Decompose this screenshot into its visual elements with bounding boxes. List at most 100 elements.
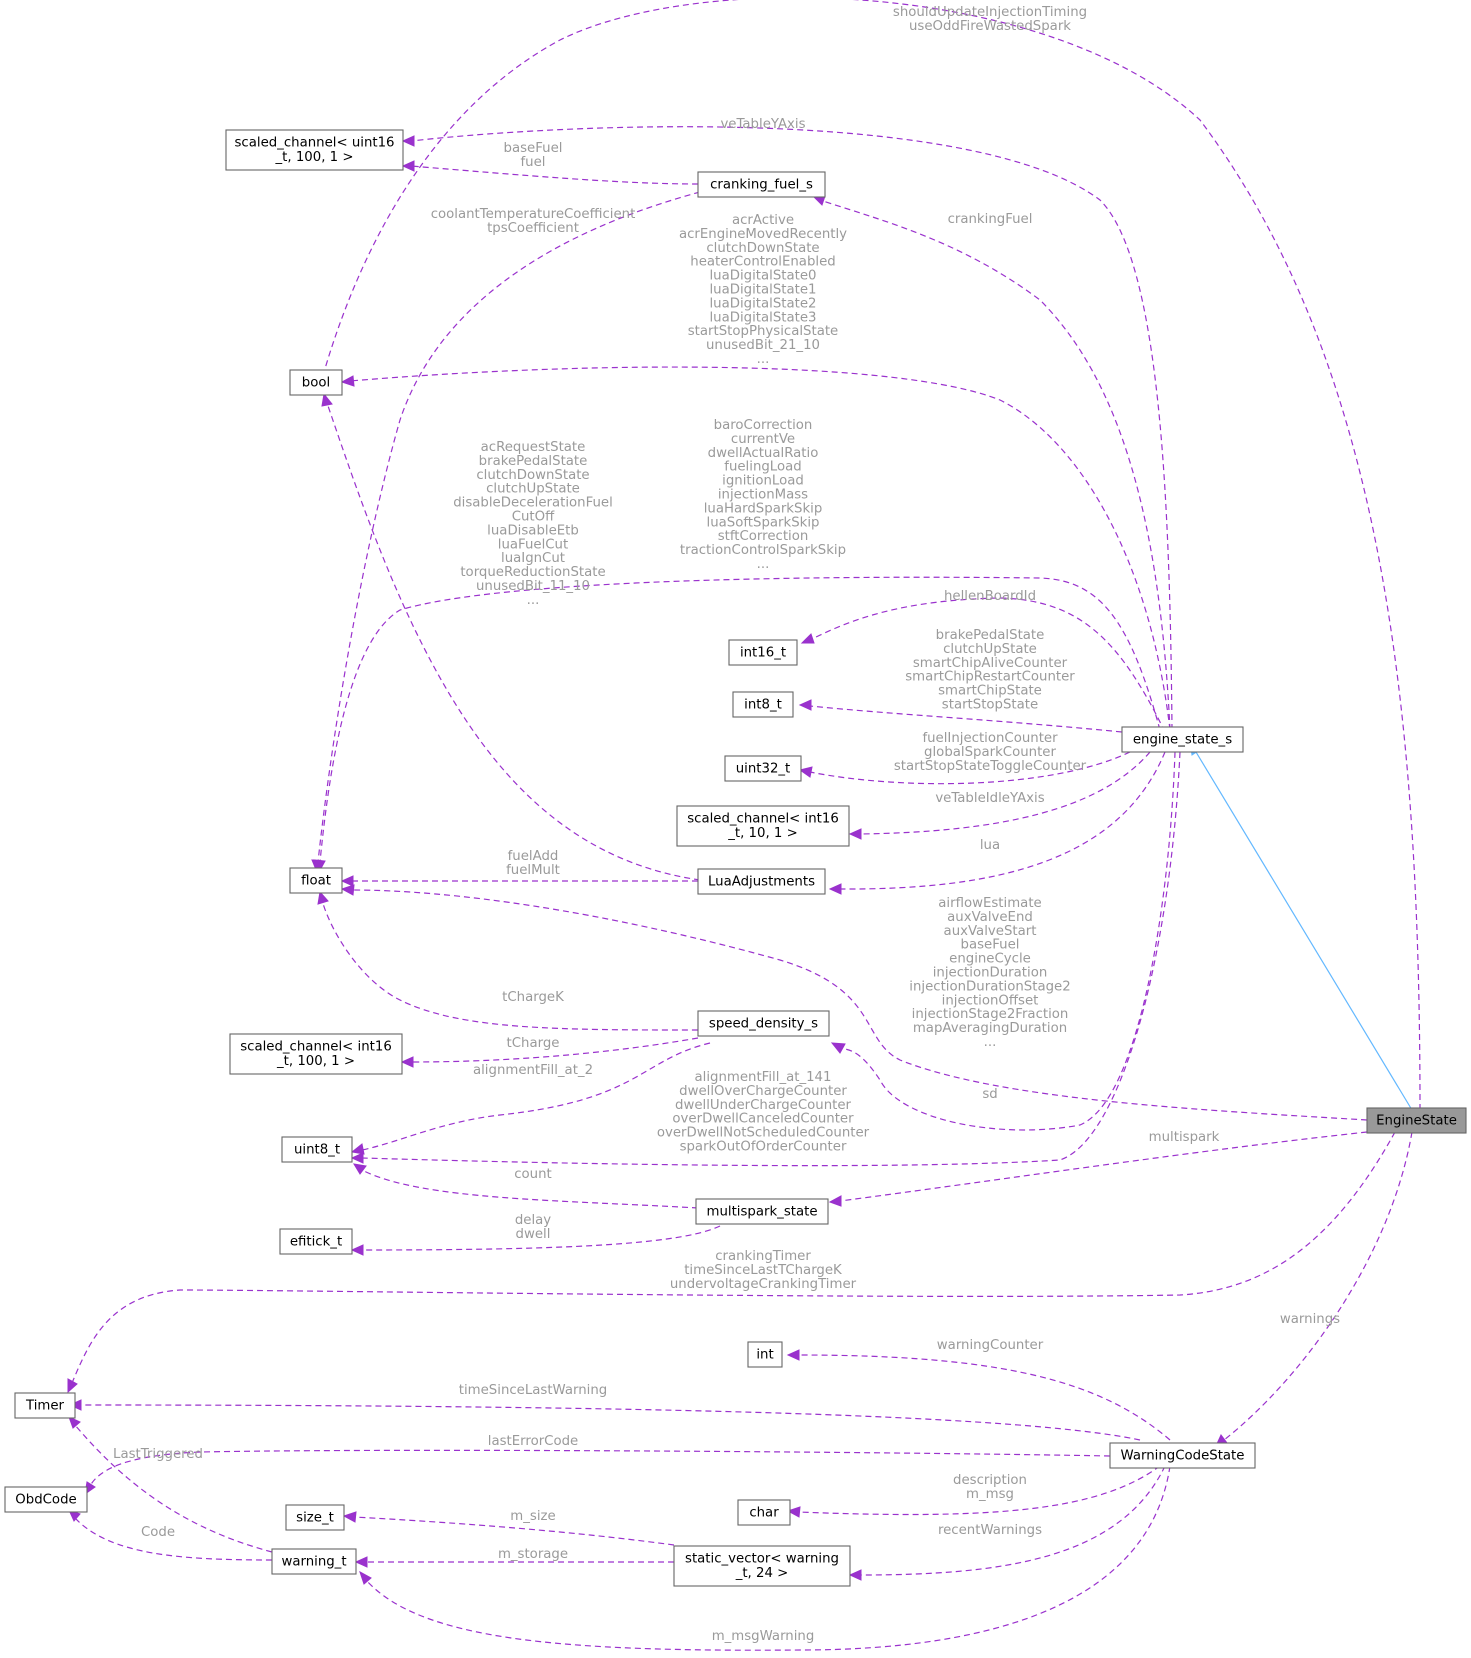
edge-label-line: hellenBoardId [944,589,1036,604]
edge-label-line: injectionDurationStage2 [909,979,1070,994]
edge-label-line: luaDigitalState1 [709,283,816,298]
edge-label-line: heaterControlEnabled [690,255,835,270]
edge-label-line: fuelAdd [508,849,559,864]
node-int[interactable]: int [747,1341,783,1368]
edge-label-line: unusedBit_21_10 [706,338,820,353]
edge-label-line: tCharge [507,1036,560,1051]
node-uint8-t[interactable]: uint8_t [281,1136,353,1163]
node-engine-state-s[interactable]: engine_state_s [1121,726,1244,753]
node-int8-t[interactable]: int8_t [732,691,794,718]
edge-label-line: crankingFuel [948,212,1033,227]
node-label: float [301,873,331,888]
node-speed-density-s[interactable]: speed_density_s [697,1010,830,1037]
node-int16-t[interactable]: int16_t [728,639,798,666]
edge-label: count [514,1167,552,1182]
edge-label-line: warnings [1280,1312,1340,1327]
node-warning-code-state[interactable]: WarningCodeState [1109,1442,1256,1469]
node-uint32-t[interactable]: uint32_t [724,755,802,782]
node-box [737,1499,791,1526]
node-float[interactable]: float [289,867,343,894]
node-label: bool [302,375,330,390]
edge-label-line: fuel [521,155,546,170]
edge-wcs-int [786,1349,1171,1441]
node-box [732,691,794,718]
edge-label: warnings [1280,1312,1340,1327]
edge-label-line: m_msgWarning [712,1629,815,1644]
node-bool[interactable]: bool [289,369,343,396]
edge-label: crankingFuel [948,212,1033,227]
node-warning-t[interactable]: warning_t [271,1548,357,1575]
edge-label-line: smartChipState [938,684,1042,699]
node-label: cranking_fuel_s [710,177,813,192]
edge-label-line: baseFuel [504,141,563,156]
node-box [225,129,404,171]
node-efitick-t[interactable]: efitick_t [279,1228,353,1255]
edge-wt-timer [68,1416,273,1553]
node-static-vector[interactable]: static_vector< warning_t, 24 > [673,1545,851,1587]
node-label: multispark_state [707,1204,818,1219]
node-multispark-state[interactable]: multispark_state [695,1198,829,1225]
edge-label: lua [980,838,1000,853]
node-engine-state[interactable]: EngineState [1366,1107,1467,1134]
node-box [14,1392,76,1419]
edge-label: multispark [1149,1130,1220,1145]
edge-label-line: unusedBit_11_10 [476,579,590,594]
edge-label-line: tractionControlSparkSkip [680,543,846,558]
edge-label-line: stftCorrection [718,529,809,544]
edge-label-line: undervoltageCrankingTimer [670,1277,857,1292]
edge-label-line: ... [527,593,540,608]
edge-ms-efitick [350,1225,721,1256]
node-scaled-channel-int16-10[interactable]: scaled_channel< int16_t, 10, 1 > [676,805,850,847]
edge-sd-uint8 [350,1042,711,1155]
edge-label-line: injectionOffset [942,993,1039,1008]
edge-label-line: m_storage [498,1547,568,1562]
edge-label-line: clutchUpState [943,642,1037,657]
node-lua-adjustments[interactable]: LuaAdjustments [697,868,826,895]
node-box [697,868,826,895]
edge-label-line: auxValveStart [944,924,1037,939]
node-char[interactable]: char [737,1499,791,1526]
edge-ess-scaled-int16-10 [848,751,1151,840]
edge-label-line: m_size [510,1509,555,1524]
node-scaled-channel-int16-100[interactable]: scaled_channel< int16_t, 100, 1 > [229,1033,403,1075]
edge-label-line: disableDecelerationFuel [453,496,613,511]
edge-inherit-engine-state-s [1189,740,1413,1111]
node-scaled-channel-uint16[interactable]: scaled_channel< uint16_t, 100, 1 > [225,129,404,171]
edge-label-line: ... [757,557,770,572]
edge-label: lastErrorCode [488,1434,578,1449]
edge-label-line: overDwellCanceledCounter [672,1112,854,1127]
node-cranking-fuel-s[interactable]: cranking_fuel_s [697,171,826,198]
node-label: _t, 10, 1 > [727,826,798,841]
edge-label: timeSinceLastWarning [459,1383,607,1398]
edge-label-line: luaDigitalState2 [709,296,816,311]
edge-label-line: alignmentFill_at_141 [695,1070,832,1085]
edge-wcs-char [786,1465,1161,1518]
edge-label: tChargeK [502,990,564,1005]
edge-label-line: Code [141,1525,175,1540]
edge-label-line: startStopState [942,698,1038,713]
node-label: LuaAdjustments [708,874,815,889]
edge-label-line: globalSparkCounter [924,745,1056,760]
edge-label-line: injectionStage2Fraction [912,1007,1069,1022]
node-label: warning_t [281,1554,346,1569]
edge-label: recentWarnings [938,1523,1042,1538]
edge-label-line: delay [515,1213,551,1228]
node-size-t[interactable]: size_t [285,1504,345,1531]
edge-label-line: dwell [516,1227,551,1242]
edge-es-timer [67,1131,1396,1394]
node-box [1121,726,1244,753]
node-label: scaled_channel< int16 [240,1040,392,1055]
node-timer[interactable]: Timer [14,1392,76,1419]
edge-label-line: startStopPhysicalState [688,324,839,339]
edge-label-line: clutchDownState [706,241,819,256]
edge-label-line: clutchUpState [486,482,580,497]
edge-label-line: luaDisableEtb [487,523,579,538]
node-obd-code[interactable]: ObdCode [4,1486,88,1513]
